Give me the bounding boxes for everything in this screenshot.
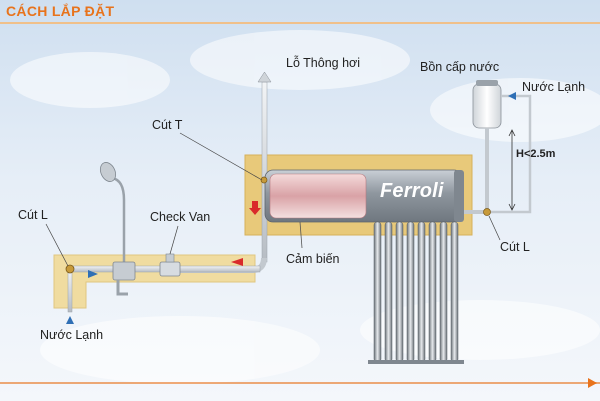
check-valve-icon <box>159 261 181 277</box>
label-h-limit: H<2.5m <box>516 148 556 160</box>
cold-feed-arrow <box>508 92 516 100</box>
tube-frame-bar <box>368 360 464 364</box>
title-divider <box>0 22 600 24</box>
label-nuoc-lanh-top: Nước Lạnh <box>522 80 586 94</box>
label-cut-t: Cút T <box>152 118 183 132</box>
label-lo-thong-hoi: Lỗ Thông hơi <box>286 56 360 70</box>
flow-arrow-down-red <box>249 201 261 215</box>
label-cut-l-right: Cút L <box>500 240 530 254</box>
sensor-leader <box>299 221 303 249</box>
check-valve-cap <box>165 253 175 263</box>
footer-arrow <box>588 378 597 388</box>
mixing-tap-icon <box>112 261 136 281</box>
cut-t-fitting <box>260 176 268 184</box>
vent-top-cap <box>257 71 272 83</box>
tap-spout <box>116 280 128 296</box>
cut-l-right-fitting <box>483 208 491 216</box>
wall-left-l <box>53 254 256 309</box>
cold-inlet-arrow <box>66 316 74 324</box>
shower-hose <box>111 176 126 262</box>
shower-head-icon <box>99 162 117 182</box>
leader-cut-t <box>179 132 263 181</box>
vent-pipe <box>261 81 268 263</box>
height-indicator <box>508 129 516 211</box>
leader-cut-l-right <box>488 215 501 241</box>
cut-l-left-fitting <box>65 264 75 274</box>
cold-inlet-pipe <box>67 269 73 313</box>
label-check-van: Check Van <box>150 210 211 224</box>
tank-endcap <box>454 170 464 222</box>
bon-cap-nuoc-lid <box>476 80 498 86</box>
label-cam-bien: Cảm biến <box>286 252 340 266</box>
flow-arrow-blue <box>88 270 98 278</box>
bon-cap-nuoc-tank <box>472 83 502 129</box>
label-cut-l-left: Cút L <box>18 208 48 222</box>
label-nuoc-lanh-bottom: Nước Lạnh <box>40 328 104 342</box>
leader-cut-l-left <box>45 223 69 267</box>
brand-logo: Ferroli <box>380 180 444 202</box>
flow-arrow-red <box>231 258 243 266</box>
footer-rule <box>0 382 600 384</box>
tank-inner-cylinder <box>269 173 367 219</box>
leader-check-van <box>169 225 179 255</box>
label-bon-cap-nuoc: Bồn cấp nước <box>420 60 500 74</box>
page-title: CÁCH LẮP ĐẶT <box>6 3 115 19</box>
